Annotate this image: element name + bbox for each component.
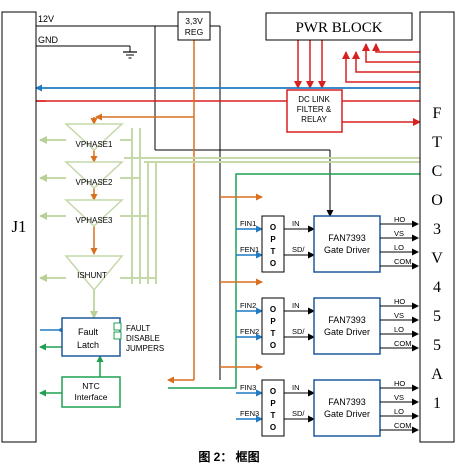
vphase-amps <box>64 123 124 292</box>
reg-block <box>177 11 211 41</box>
figure-caption: 图 2： 框图 <box>198 449 259 464</box>
ntc-label-2: Interface <box>74 392 107 402</box>
driver1-pin-vs-label: VS <box>394 229 404 238</box>
opto3-letter-1: P <box>270 399 276 408</box>
fault-jumper-square <box>113 322 122 331</box>
ishunt-label: ISHUNT <box>77 271 107 280</box>
fault-latch-label-2: Latch <box>77 340 99 350</box>
reg-label-2: REG <box>185 27 203 37</box>
module-label-4: 3 <box>433 221 441 238</box>
label-12v: 12V <box>38 14 54 24</box>
supply-33v <box>90 40 263 384</box>
driver1-pin-ho-label: HO <box>394 215 405 224</box>
module-label-0: F <box>433 105 442 122</box>
driver1-block <box>313 215 381 273</box>
driver3-pin-lo-label: LO <box>394 407 404 416</box>
opto2-letter-0: O <box>270 305 276 314</box>
driver3-block <box>313 379 381 437</box>
driver3-sd-label: SD/ <box>292 409 305 418</box>
ntc-block <box>61 376 121 408</box>
opto1-letter-3: O <box>270 259 276 268</box>
opto2-letter-2: T <box>271 329 276 338</box>
vphase2-label: VPHASE2 <box>76 178 113 187</box>
dclink-label-3: RELAY <box>301 115 327 124</box>
driver3-pin-vs-label: VS <box>394 393 404 402</box>
fault-option-3: JUMPERS <box>126 344 164 353</box>
opto1-block <box>261 215 285 273</box>
module-label-7: 5 <box>433 308 441 325</box>
driver3-name-2: Gate Driver <box>324 409 370 419</box>
vphase1-label: VPHASE1 <box>76 140 113 149</box>
opto1-letter-1: P <box>270 235 276 244</box>
opto3-block <box>261 379 285 437</box>
fault-option-1: FAULT <box>126 324 150 333</box>
driver2-name-2: Gate Driver <box>324 327 370 337</box>
module-connector <box>419 11 455 443</box>
driver1-name-2: Gate Driver <box>324 245 370 255</box>
module-label-8: 5 <box>433 337 441 354</box>
driver3-name-1: FAN7393 <box>328 397 366 407</box>
driver2-in-label: IN <box>292 301 300 310</box>
driver2-block <box>313 297 381 355</box>
module-label-6: 4 <box>433 279 441 296</box>
vphase3-label: VPHASE3 <box>76 216 113 225</box>
opto1-letter-2: T <box>271 247 276 256</box>
fault-latch-block <box>61 317 121 357</box>
opto2-letter-1: P <box>270 317 276 326</box>
module-label-1: T <box>432 134 442 151</box>
module-label-10: 1 <box>433 395 441 412</box>
fin3-label: FIN3 <box>240 383 256 392</box>
j1-connector <box>1 11 37 443</box>
module-label-5: V <box>431 250 443 267</box>
module-label-3: O <box>431 192 443 209</box>
dclink-block <box>286 89 343 133</box>
driver3-pin-com-label: COM <box>394 421 412 430</box>
opto1-letter-0: O <box>270 223 276 232</box>
driver3-pin-ho-label: HO <box>394 379 405 388</box>
driver1-sd-label: SD/ <box>292 245 305 254</box>
reg-label-1: 3,3V <box>185 16 203 26</box>
fault-option-2: DISABLE <box>126 334 160 343</box>
opto3-letter-0: O <box>270 387 276 396</box>
driver1-name-1: FAN7393 <box>328 233 366 243</box>
module-label-2: C <box>432 163 443 180</box>
vdc-bus <box>29 40 421 126</box>
analog-sense-lines <box>39 128 420 319</box>
fin1-label: FIN1 <box>240 219 256 228</box>
opto3-letter-3: O <box>270 423 276 432</box>
opto3-letter-2: T <box>271 411 276 420</box>
driver1-in-label: IN <box>292 219 300 228</box>
fen2-label: FEN2 <box>240 327 259 336</box>
pwr-block-label: PWR BLOCK <box>295 20 382 36</box>
module-label-9: A <box>431 366 443 383</box>
fin2-label: FIN2 <box>240 301 256 310</box>
disable-jumper-square <box>113 331 122 340</box>
fen1-label: FEN1 <box>240 245 259 254</box>
opto2-block <box>261 297 285 355</box>
driver2-pin-lo-label: LO <box>394 325 404 334</box>
driver2-pin-vs-label: VS <box>394 311 404 320</box>
dclink-label-1: DC LINK <box>298 95 330 104</box>
fen3-label: FEN3 <box>240 409 259 418</box>
driver2-pin-com-label: COM <box>394 339 412 348</box>
ntc-line <box>39 173 420 397</box>
driver3-in-label: IN <box>292 383 300 392</box>
driver1-pin-com-label: COM <box>394 257 412 266</box>
ntc-label-1: NTC <box>82 381 99 391</box>
fault-latch-label-1: Fault <box>78 327 99 337</box>
dclink-label-2: FILTER & <box>297 105 332 114</box>
label-gnd: GND <box>38 35 59 45</box>
driver1-pin-lo-label: LO <box>394 243 404 252</box>
pwr-block <box>265 12 413 41</box>
j1-label: J1 <box>11 217 26 236</box>
driver2-sd-label: SD/ <box>292 327 305 336</box>
rail-gnd <box>36 45 137 59</box>
driver2-name-1: FAN7393 <box>328 315 366 325</box>
driver2-pin-ho-label: HO <box>394 297 405 306</box>
opto2-letter-3: O <box>270 341 276 350</box>
